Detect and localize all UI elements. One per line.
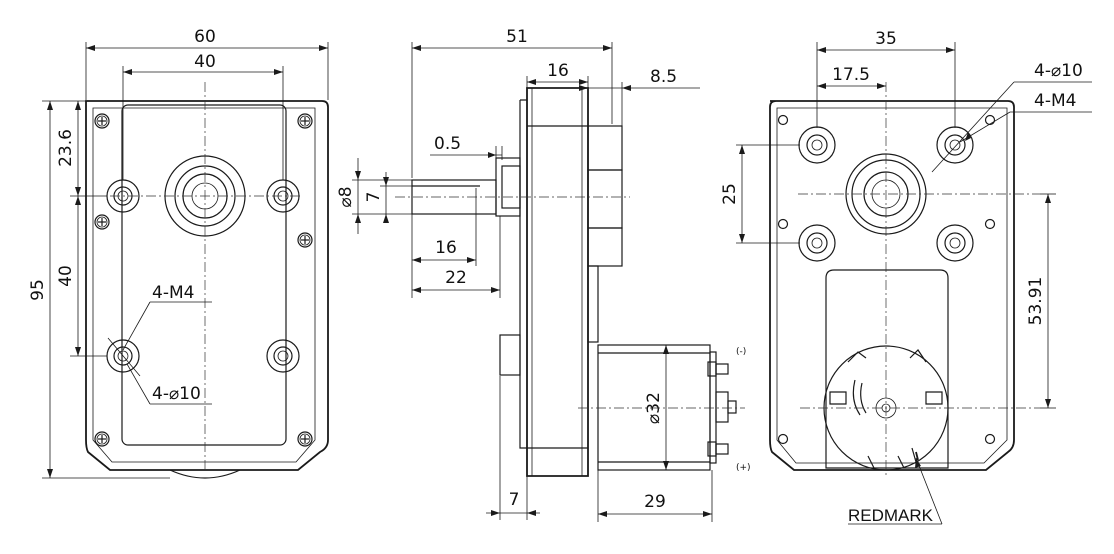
back-small-hole: [984, 218, 996, 230]
side-front-plate: [519, 99, 527, 449]
dim-side-shaft-diameter: ⌀8: [336, 186, 356, 207]
front-plate-inner: [92, 107, 316, 463]
front-mount-hole: [266, 339, 300, 373]
terminal-negative-label: (-): [736, 347, 746, 357]
back-mount-boss: [798, 224, 836, 262]
side-view: (-) (+) 51 16 8.5 0.5 ⌀8 7: [336, 27, 751, 522]
dim-back-shaft-to-motor-axis: 53.91: [1026, 277, 1046, 326]
dim-back-hole-spacing-horizontal: 35: [875, 29, 897, 49]
back-plate-outline: [769, 100, 1015, 471]
dim-side-motor-diameter: ⌀32: [644, 392, 664, 424]
back-hole-callout: 4-⌀10: [1034, 61, 1083, 81]
motor-terminal-positive: [707, 441, 729, 457]
dim-side-flange-thickness: 7: [509, 490, 520, 510]
dim-back-hole-to-shaft: 17.5: [832, 65, 870, 85]
screw-icon: [94, 113, 110, 129]
dim-front-hole-spacing-vertical: 40: [56, 265, 76, 287]
side-lower-boss: [499, 334, 521, 376]
red-mark-label: REDMARK: [848, 506, 934, 525]
dim-back-hole-spacing-vertical: 25: [720, 183, 740, 205]
front-thread-callout: 4-M4: [152, 283, 194, 303]
dim-side-gearbox-thickness: 16: [547, 61, 569, 81]
back-small-hole: [984, 433, 996, 445]
screw-icon: [94, 431, 110, 447]
back-mount-boss: [798, 126, 836, 164]
side-gearbox-body: [526, 87, 589, 477]
side-rear-boss: [587, 125, 623, 171]
side-shaft-collar: [501, 165, 521, 209]
side-rear-boss: [587, 227, 623, 267]
back-small-hole: [777, 218, 789, 230]
side-rear-plate: [587, 265, 599, 343]
back-view: 35 17.5 4-⌀10 4-M4 25 53.91 REDMARK: [720, 29, 1092, 525]
front-plate-outline: [85, 100, 329, 471]
back-motor-window: [825, 269, 949, 469]
terminal-positive-label: (+): [736, 463, 751, 473]
dim-side-shaft-step: 0.5: [434, 134, 461, 154]
front-inner-panel: [121, 104, 287, 446]
screw-icon: [297, 113, 313, 129]
front-hole-callout: 4-⌀10: [152, 384, 201, 404]
screw-icon: [94, 214, 110, 230]
back-plate-inner: [776, 107, 1008, 464]
side-motor-end-cap: [715, 391, 729, 423]
dim-side-flat-length: 16: [435, 238, 457, 258]
screw-icon: [297, 232, 313, 248]
motor-terminal-negative: [707, 361, 729, 377]
back-mount-boss: [936, 224, 974, 262]
back-endcap-slot: [852, 379, 861, 416]
dim-front-top-to-hole-axis: 23.6: [56, 129, 76, 167]
side-output-shaft: [411, 179, 497, 215]
side-motor-shaft: [727, 400, 737, 414]
front-view: 60 40 95 23.6 40 4-M4 4-⌀10: [28, 27, 329, 479]
dim-front-overall-height: 95: [28, 279, 48, 301]
side-shaft-boss: [495, 157, 521, 217]
back-small-hole: [984, 114, 996, 126]
side-rear-boss: [587, 169, 623, 229]
dim-side-motor-length: 29: [644, 492, 666, 512]
dim-side-shaft-flat: 7: [364, 192, 384, 203]
back-small-hole: [777, 433, 789, 445]
dim-side-shaft-length: 22: [445, 268, 467, 288]
dim-front-hole-spacing-horizontal: 40: [194, 52, 216, 72]
dim-front-overall-width: 60: [194, 27, 216, 47]
dim-side-total-length: 51: [506, 27, 528, 47]
dim-side-boss-offset: 8.5: [650, 67, 677, 87]
back-small-hole: [777, 114, 789, 126]
front-housing-bottom: [169, 469, 241, 479]
back-thread-callout: 4-M4: [1034, 91, 1076, 111]
screw-icon: [297, 431, 313, 447]
